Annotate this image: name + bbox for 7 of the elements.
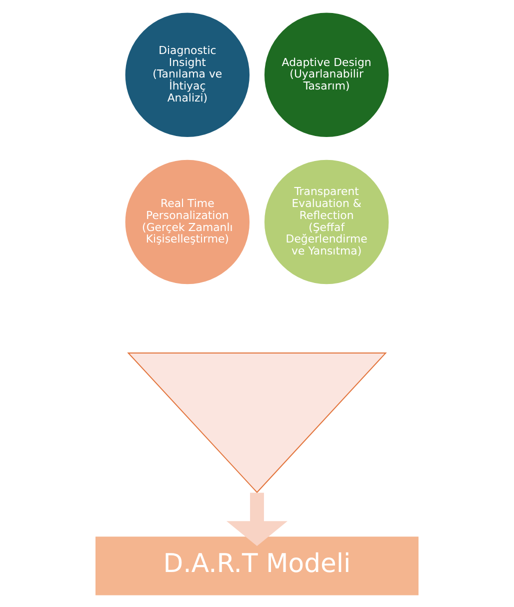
node-circle: Transparent Evaluation & Reflection (Şeffaf Değerlendirme ve Yansıtma): [263, 158, 390, 286]
node-circle: Diagnostic Insight (Tanılama ve İhtiyaç Analizi): [124, 12, 251, 138]
node-box: D.A.R.T Modeli: [95, 536, 419, 596]
node-funnel: [127, 352, 387, 494]
node-circle: Real Time Personalization (Gerçek Zamanlı Kişiselleştirme): [124, 158, 251, 286]
node-circle: Adaptive Design (Uyarlanabilir Tasarım): [263, 12, 390, 138]
arrow: [226, 492, 288, 546]
